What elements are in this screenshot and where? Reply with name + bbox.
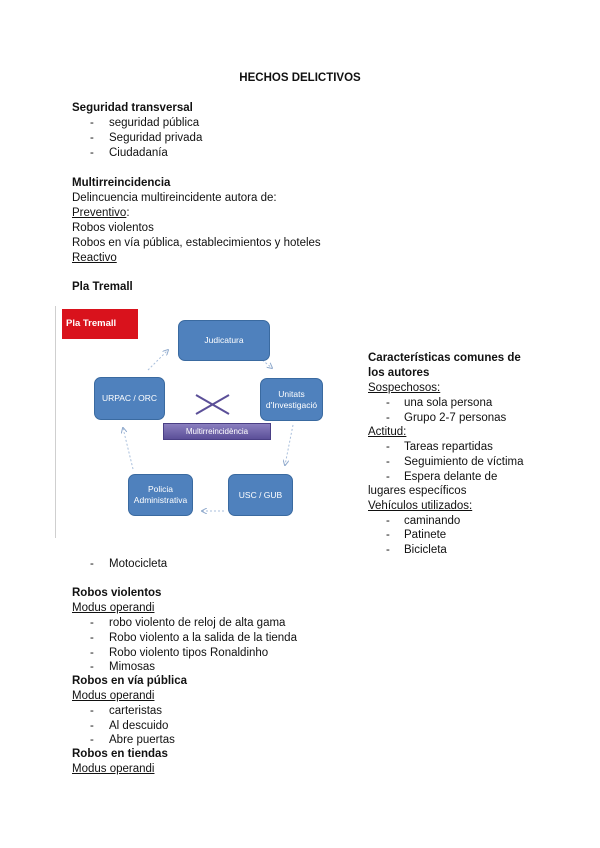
preventivo-label: Preventivo <box>72 207 127 219</box>
list-item: Patinete <box>404 529 447 541</box>
list-item: Seguimiento de víctima <box>404 456 524 468</box>
actitud-label: Actitud: <box>368 426 407 438</box>
bullet-dash: - <box>386 515 390 527</box>
list-item: Robo violento tipos Ronaldinho <box>109 647 269 659</box>
bullet-dash: - <box>90 705 94 717</box>
node-urpac: URPAC / ORC <box>94 377 165 420</box>
bullet-dash: - <box>90 632 94 644</box>
bullet-dash: - <box>386 471 390 483</box>
node-usc: USC / GUB <box>228 474 293 516</box>
diagram-border <box>55 306 56 538</box>
list-item: una sola persona <box>404 397 493 409</box>
bullet-dash: - <box>90 147 94 159</box>
list-item: Grupo 2-7 personas <box>404 412 507 424</box>
sospechosos-label: Sospechosos: <box>368 382 441 394</box>
list-item: Seguridad privada <box>109 132 203 144</box>
document-title: HECHOS DELICTIVOS <box>239 72 361 84</box>
heading-robos-tiendas: Robos en tiendas <box>72 748 168 760</box>
bullet-dash: - <box>386 456 390 468</box>
list-item-cont: lugares específicos <box>368 485 467 497</box>
heading-multirreincidencia: Multirreincidencia <box>72 177 171 189</box>
list-item: Al descuido <box>109 720 169 732</box>
bullet-dash: - <box>90 558 94 570</box>
list-item: Abre puertas <box>109 734 175 746</box>
arrow-urpac-judicatura <box>147 350 168 371</box>
list-item: Bicicleta <box>404 544 447 556</box>
list-item: Robo violento a la salida de la tienda <box>109 632 297 644</box>
paragraph-line: Robos violentos <box>72 222 154 234</box>
list-item: carteristas <box>109 705 163 717</box>
modus-label: Modus operandi <box>72 763 155 775</box>
heading-pla-tremall: Pla Tremall <box>72 281 133 293</box>
list-item: Mimosas <box>109 661 156 673</box>
list-item: robo violento de reloj de alta gama <box>109 617 286 629</box>
arrow-policia-urpac <box>123 428 134 470</box>
reactivo-label: Reactivo <box>72 252 117 264</box>
bullet-dash: - <box>90 132 94 144</box>
bullet-dash: - <box>90 647 94 659</box>
colon: : <box>126 207 130 219</box>
node-unitats: Unitats d'Investigació <box>260 378 323 421</box>
heading-caracteristicas: Características comunes de <box>368 352 521 364</box>
list-item: Tareas repartidas <box>404 441 493 453</box>
modus-label: Modus operandi <box>72 602 155 614</box>
cross-icon <box>195 394 230 415</box>
diagram-label: Pla Tremall <box>62 309 138 339</box>
preventivo-line: Preventivo: <box>72 206 130 221</box>
modus-label: Modus operandi <box>72 690 155 702</box>
vehiculos-label: Vehículos utilizados: <box>368 500 473 512</box>
center-bar: Multirreincidència <box>163 423 271 440</box>
list-item: Espera delante de <box>404 471 498 483</box>
bullet-dash: - <box>90 734 94 746</box>
paragraph-line: Delincuencia multireincidente autora de: <box>72 192 277 204</box>
node-judicatura: Judicatura <box>178 320 270 361</box>
bullet-dash: - <box>90 617 94 629</box>
heading-robos-via: Robos en vía pública <box>72 675 188 687</box>
list-item: seguridad pública <box>109 117 200 129</box>
bullet-dash: - <box>386 529 390 541</box>
list-item: caminando <box>404 515 461 527</box>
arrow-unitats-usc <box>285 424 294 465</box>
bullet-dash: - <box>386 544 390 556</box>
bullet-dash: - <box>386 441 390 453</box>
bullet-dash: - <box>90 720 94 732</box>
list-item: Motocicleta <box>109 558 168 570</box>
heading-caracteristicas-cont: los autores <box>368 367 430 379</box>
bullet-dash: - <box>386 412 390 424</box>
bullet-dash: - <box>90 661 94 673</box>
node-policia: Policia Administrativa <box>128 474 193 516</box>
heading-seguridad: Seguridad transversal <box>72 102 193 114</box>
heading-robos-violentos: Robos violentos <box>72 587 162 599</box>
bullet-dash: - <box>90 117 94 129</box>
bullet-dash: - <box>386 397 390 409</box>
list-item: Ciudadanía <box>109 147 168 159</box>
paragraph-line: Robos en vía pública, establecimientos y… <box>72 237 321 249</box>
